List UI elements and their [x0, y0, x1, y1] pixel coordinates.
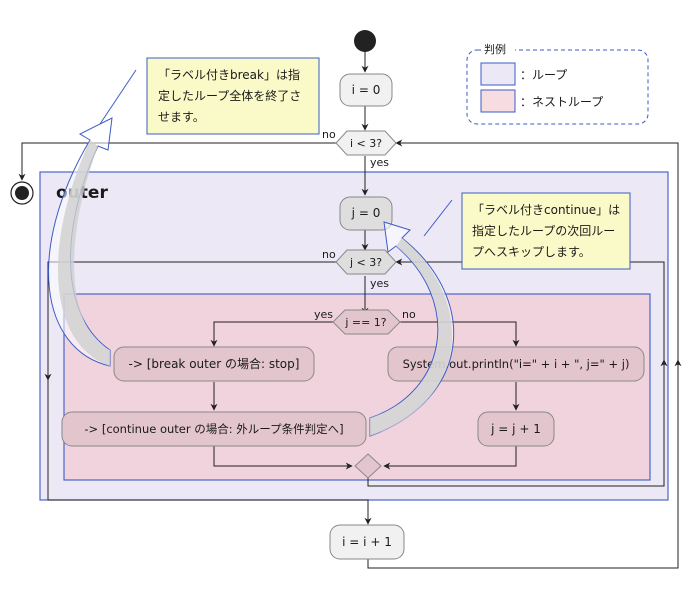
init-i-text: i = 0 — [352, 83, 381, 97]
inc-i-node — [329, 524, 405, 560]
break-note-line-3: せます。 — [158, 110, 205, 124]
label-cond-j-yes: yes — [370, 277, 389, 290]
cond-j1-decision — [332, 309, 401, 335]
continue-note-line-3: プへスキップします。 — [472, 245, 591, 259]
continue-curve-tail — [370, 238, 453, 436]
break-note-line-1: 「ラベル付きbreak」は指 — [158, 67, 300, 82]
edge-cond-j1-no — [396, 321, 520, 347]
legend-loop-swatch — [480, 62, 516, 86]
continue-action-text: -> [continue outer の場合: 外ループ条件判定へ] — [84, 422, 343, 436]
legend-nested-label: ：ネストループ — [520, 95, 603, 109]
continue-note-line-1: 「ラベル付きcontinue」は — [472, 203, 620, 217]
start-node — [354, 30, 376, 52]
inc-j-node — [477, 411, 555, 447]
cond-j-text: j < 3? — [349, 256, 382, 269]
break-note-line-2: 定したループ全体を終了さ — [158, 88, 301, 103]
edge-cond-i-no — [18, 142, 336, 181]
label-cond-j-no: no — [322, 248, 336, 261]
inc-j-text: j = j + 1 — [490, 422, 541, 436]
init-j-text: j = 0 — [351, 206, 381, 220]
legend-box — [466, 49, 649, 125]
label-cond-j1-yes: yes — [314, 308, 333, 321]
merge-node — [354, 453, 382, 479]
break-note-pointer — [99, 69, 137, 125]
edge-inc-j-merge — [383, 446, 517, 470]
label-cond-i-yes: yes — [370, 156, 389, 169]
legend-title: 判例 — [484, 42, 506, 56]
continue-note-pointer — [423, 199, 453, 237]
init-i-node — [339, 73, 393, 107]
label-cond-i-no: no — [322, 128, 336, 141]
print-action-node — [387, 346, 645, 382]
end-node-core — [15, 186, 29, 200]
cond-i-decision — [335, 130, 397, 156]
cond-j1-text: j == 1? — [344, 316, 386, 329]
edge-cond-j1-yes — [210, 321, 336, 347]
break-action-text: -> [break outer の場合: stop] — [129, 356, 300, 371]
cond-j-decision — [335, 249, 397, 275]
print-action-text: System.out.println("i=" + i + ", j=" + j… — [403, 357, 630, 371]
init-j-node — [339, 196, 393, 231]
legend-title-bg — [481, 42, 515, 56]
legend-nested-swatch — [480, 89, 516, 113]
cond-i-text: i < 3? — [350, 137, 382, 150]
legend-loop-label: ：ループ — [520, 68, 567, 82]
continue-note — [461, 192, 631, 270]
break-curve-tail — [57, 140, 110, 366]
continue-action-node — [61, 411, 367, 447]
continue-note-line-2: 指定したループの次回ルー — [472, 223, 615, 238]
edge-continue-merge — [213, 446, 353, 470]
label-cond-j1-no: no — [402, 308, 416, 321]
break-action-node — [113, 346, 315, 382]
edge-cond-j-no — [47, 261, 372, 525]
break-note — [146, 57, 320, 135]
inc-i-text: i = i + 1 — [342, 535, 392, 549]
